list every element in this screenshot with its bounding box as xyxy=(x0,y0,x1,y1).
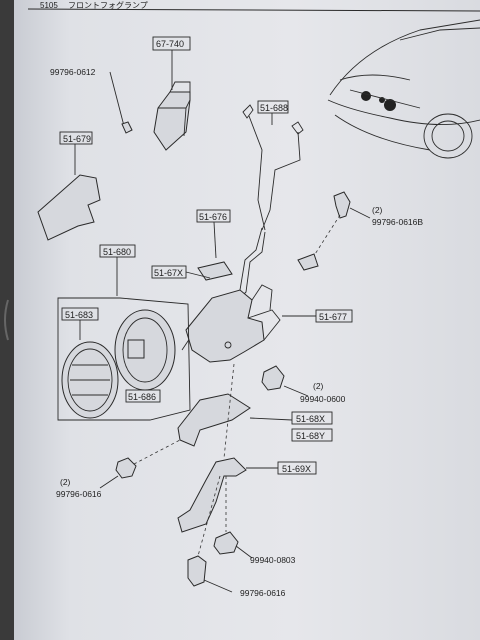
nut-upper xyxy=(297,253,319,271)
nut-0600-label: 99940-0600 xyxy=(300,394,346,404)
bracket-main-part: 51-677 xyxy=(185,284,353,363)
header-rule xyxy=(27,8,480,12)
bolt-left xyxy=(115,457,137,479)
svg-text:51-683: 51-683 xyxy=(65,310,93,320)
car-front-illustration xyxy=(327,19,480,159)
pad-part: 51-676 xyxy=(196,209,233,281)
bracket-68-part: 51-68X 51-68Y xyxy=(177,393,333,447)
bracket-69-part: 51-69X xyxy=(177,457,317,533)
bolt-left-label: 99796-0616 xyxy=(56,489,102,499)
nut-0600 xyxy=(261,365,285,391)
page-title: フロントフォグランプ xyxy=(68,0,148,10)
svg-text:51-69X: 51-69X xyxy=(282,464,311,474)
qty-bolt-b: (2) xyxy=(372,205,383,215)
page-number: 5105 xyxy=(40,1,58,10)
qty-bolt-left: (2) xyxy=(60,477,71,487)
svg-text:51-68Y: 51-68Y xyxy=(296,431,325,441)
svg-text:51-680: 51-680 xyxy=(103,247,131,257)
bolt-bottom xyxy=(187,555,207,587)
bolt-b-label: 99796-0616B xyxy=(372,217,423,227)
svg-text:51-676: 51-676 xyxy=(199,212,227,222)
bolt-b xyxy=(333,191,351,219)
relay-part: 67-740 xyxy=(152,36,191,151)
fog-lamp-assembly: 51-680 51-683 51-686 xyxy=(57,244,191,421)
relay-bolt xyxy=(121,121,133,134)
bolt-label-top: 99796-0612 xyxy=(50,67,96,77)
svg-text:51-67X: 51-67X xyxy=(154,268,183,278)
bracket-x-part: 51-67X xyxy=(151,265,211,279)
svg-text:51-68X: 51-68X xyxy=(296,414,325,424)
svg-text:51-688: 51-688 xyxy=(260,103,288,113)
bolt-bottom-label: 99796-0616 xyxy=(240,588,286,598)
binder-hole xyxy=(4,299,9,341)
washer-0803-label: 99940-0803 xyxy=(250,555,296,565)
plate-part: 51-679 xyxy=(37,131,101,241)
assembly-axis xyxy=(223,363,235,459)
svg-text:67-740: 67-740 xyxy=(156,39,184,49)
qty-nut-0600: (2) xyxy=(313,381,324,391)
washer-0803 xyxy=(213,531,239,555)
svg-text:51-679: 51-679 xyxy=(63,134,91,144)
svg-text:51-677: 51-677 xyxy=(319,312,347,322)
svg-text:51-686: 51-686 xyxy=(128,392,156,402)
